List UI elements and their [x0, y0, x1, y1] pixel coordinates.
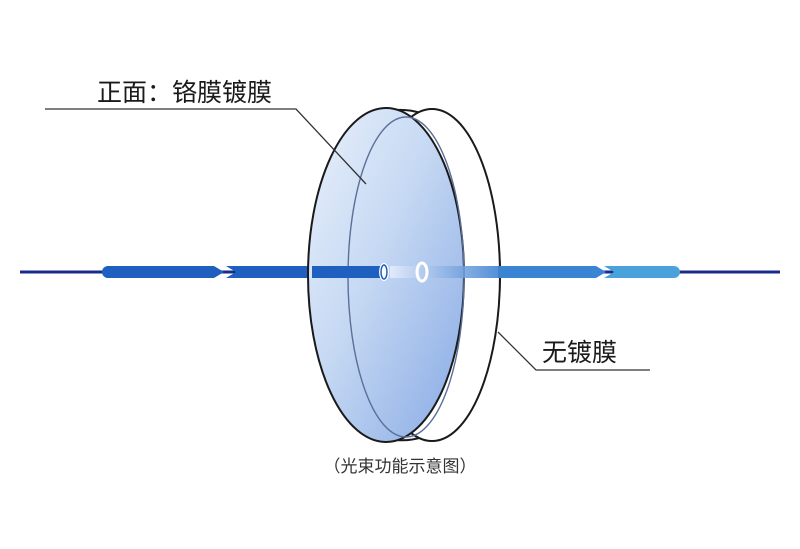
label-back-no-coating: 无镀膜 — [542, 338, 617, 367]
beam-segment-right-2 — [604, 266, 680, 278]
leader-line-front — [45, 108, 367, 185]
beam-entry-ring-outline — [380, 264, 388, 280]
beam-segment-left-1 — [102, 266, 224, 278]
beam-segment-left-2 — [226, 266, 320, 278]
beam-in-glass — [390, 266, 498, 278]
beam-segment-right-1 — [498, 266, 606, 278]
diagram-caption: （光束功能示意图） — [324, 457, 477, 477]
leader-line-back — [497, 331, 650, 371]
beam-exit-ring — [415, 261, 429, 283]
label-front-coating: 正面：铬膜镀膜 — [97, 78, 272, 107]
beam-in-lens-front — [312, 266, 384, 278]
